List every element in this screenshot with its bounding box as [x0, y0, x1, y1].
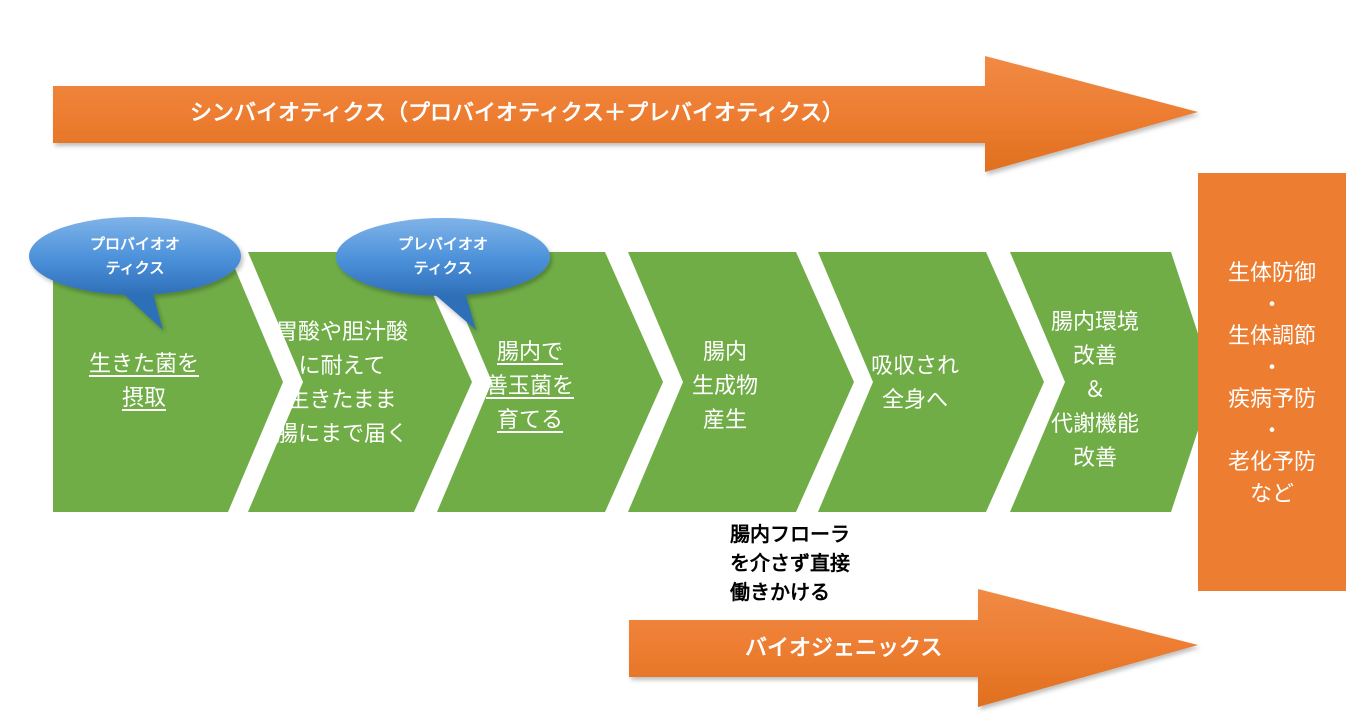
step-label-4: 腸内 生成物 産生 [691, 340, 758, 433]
synbiotics-arrow-label: シンバイオティクス（プロバイオティクス＋プレバイオティクス） [190, 101, 844, 126]
step-label-5: 吸収され 全身へ [870, 354, 959, 413]
probiotics-callout [29, 217, 241, 330]
step-chevron-1 [53, 252, 283, 512]
step-label-3: 腸内で 善玉菌を 育てる [485, 340, 574, 433]
biogenics-arrow [629, 589, 1198, 707]
step-label-1: 生きた菌を 摂取 [88, 352, 199, 411]
biogenics-arrow-label: バイオジェニックス [745, 636, 942, 661]
outcome-box-label: 生体防御 ・ 生体調節 ・ 疾病予防 ・ 老化予防 など [1227, 261, 1316, 507]
step-label-2: 胃酸や胆汁酸 に耐えて 生きたまま 腸にまで届く [275, 320, 408, 447]
prebiotics-callout [336, 218, 550, 330]
step-chevron-2 [248, 252, 472, 512]
direct-action-note: 腸内フローラ を介さず直接 働きかける [730, 522, 850, 604]
step-chevron-3 [437, 252, 663, 512]
step-label-6: 腸内環境 改善 ＆ 代謝機能 改善 [1050, 310, 1139, 471]
step-chevron-4 [628, 252, 854, 512]
step-chevron-6 [1010, 252, 1214, 512]
synbiotics-arrow [53, 56, 1198, 172]
probiotics-callout-label: プロバイオオ ティクス [89, 235, 180, 277]
outcome-box [1198, 173, 1346, 591]
prebiotics-callout-label: プレバイオオ ティクス [397, 235, 488, 277]
step-chevron-5 [818, 252, 1044, 512]
